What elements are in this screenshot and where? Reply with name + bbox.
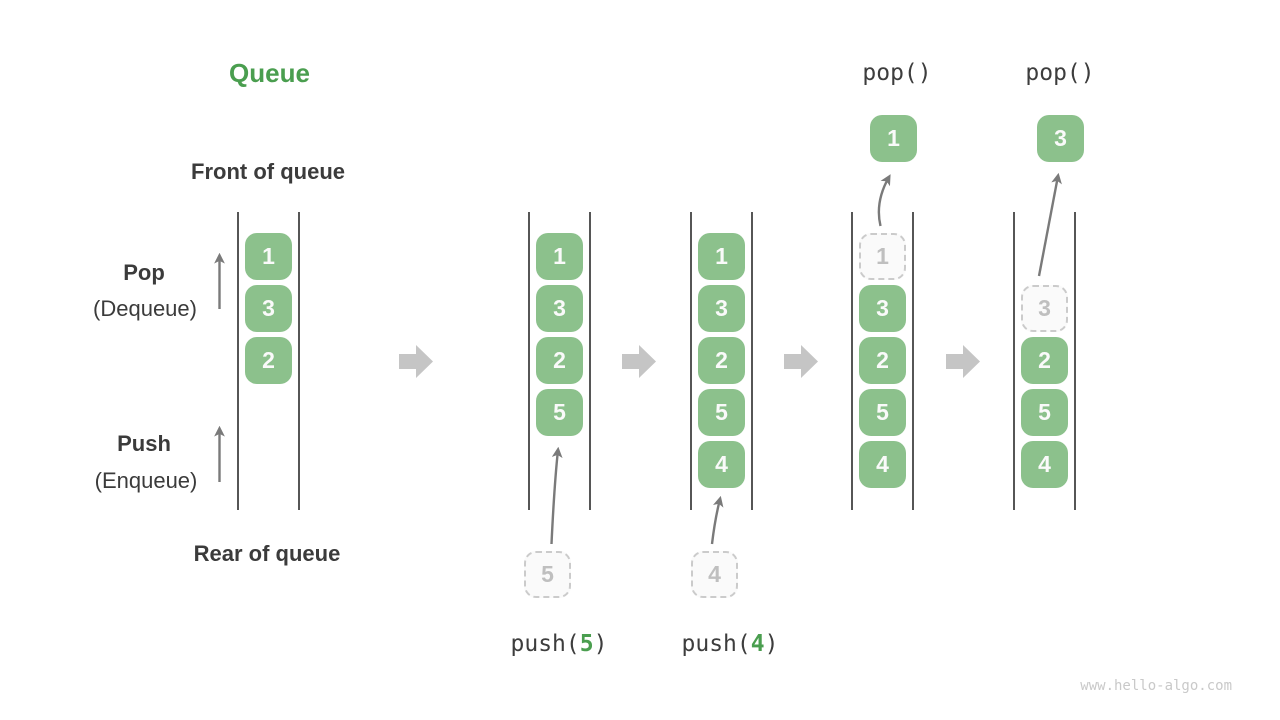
pop3-remove-arrow-icon — [1037, 172, 1062, 277]
queue-item: 1 — [698, 233, 745, 280]
queue-wall — [851, 212, 853, 510]
queue-item: 2 — [1021, 337, 1068, 384]
code-suffix: ) — [593, 631, 608, 657]
queue-item: 5 — [698, 389, 745, 436]
pop-code-label: pop() — [862, 60, 932, 86]
push5-insert-arrow-icon — [550, 446, 563, 545]
push5-code-label: push(5) — [511, 631, 608, 657]
queue-item: 4 — [859, 441, 906, 488]
queue-item: 2 — [536, 337, 583, 384]
queue-item: 1 — [536, 233, 583, 280]
queue-item: 5 — [536, 389, 583, 436]
queue-wall — [298, 212, 300, 510]
front-of-queue-label: Front of queue — [191, 159, 345, 184]
removed-item-ghost: 1 — [859, 233, 906, 280]
queue-item: 1 — [245, 233, 292, 280]
step-arrow-icon — [399, 345, 433, 378]
queue-item: 4 — [698, 441, 745, 488]
incoming-item-ghost: 5 — [524, 551, 571, 598]
queue-item: 3 — [536, 285, 583, 332]
popped-item: 1 — [870, 115, 917, 162]
code-prefix: push( — [510, 631, 580, 657]
queue-item: 3 — [698, 285, 745, 332]
queue-wall — [1074, 212, 1076, 510]
queue-wall — [912, 212, 914, 510]
push-operation-label: Push — [117, 431, 171, 456]
queue-wall — [1013, 212, 1015, 510]
removed-item-ghost: 3 — [1021, 285, 1068, 332]
dequeue-sub-label: (Dequeue) — [93, 296, 197, 321]
rear-of-queue-label: Rear of queue — [193, 541, 341, 566]
queue-wall — [237, 212, 239, 510]
pop1-remove-arrow-icon — [877, 174, 891, 227]
push4-insert-arrow-icon — [710, 495, 724, 545]
queue-wall — [690, 212, 692, 510]
queue-item: 5 — [859, 389, 906, 436]
diagram-title: Queue — [229, 58, 310, 88]
code-prefix: push( — [681, 631, 751, 657]
enqueue-sub-label: (Enqueue) — [94, 468, 198, 493]
step-arrow-icon — [946, 345, 980, 378]
queue-item: 3 — [245, 285, 292, 332]
code-arg: 5 — [579, 631, 594, 657]
pop-code-label: pop() — [1025, 60, 1095, 86]
queue-wall — [751, 212, 753, 510]
queue-wall — [528, 212, 530, 510]
code-suffix: ) — [764, 631, 779, 657]
queue-item: 4 — [1021, 441, 1068, 488]
watermark: www.hello-algo.com — [1080, 678, 1232, 694]
queue-wall — [589, 212, 591, 510]
queue-item: 2 — [245, 337, 292, 384]
queue-item: 2 — [698, 337, 745, 384]
step-arrow-icon — [784, 345, 818, 378]
code-arg: 4 — [750, 631, 765, 657]
queue-item: 3 — [859, 285, 906, 332]
queue-item: 2 — [859, 337, 906, 384]
step-arrow-icon — [622, 345, 656, 378]
incoming-item-ghost: 4 — [691, 551, 738, 598]
pop-operation-label: Pop — [123, 260, 165, 285]
push4-code-label: push(4) — [682, 631, 779, 657]
queue-item: 5 — [1021, 389, 1068, 436]
popped-item: 3 — [1037, 115, 1084, 162]
